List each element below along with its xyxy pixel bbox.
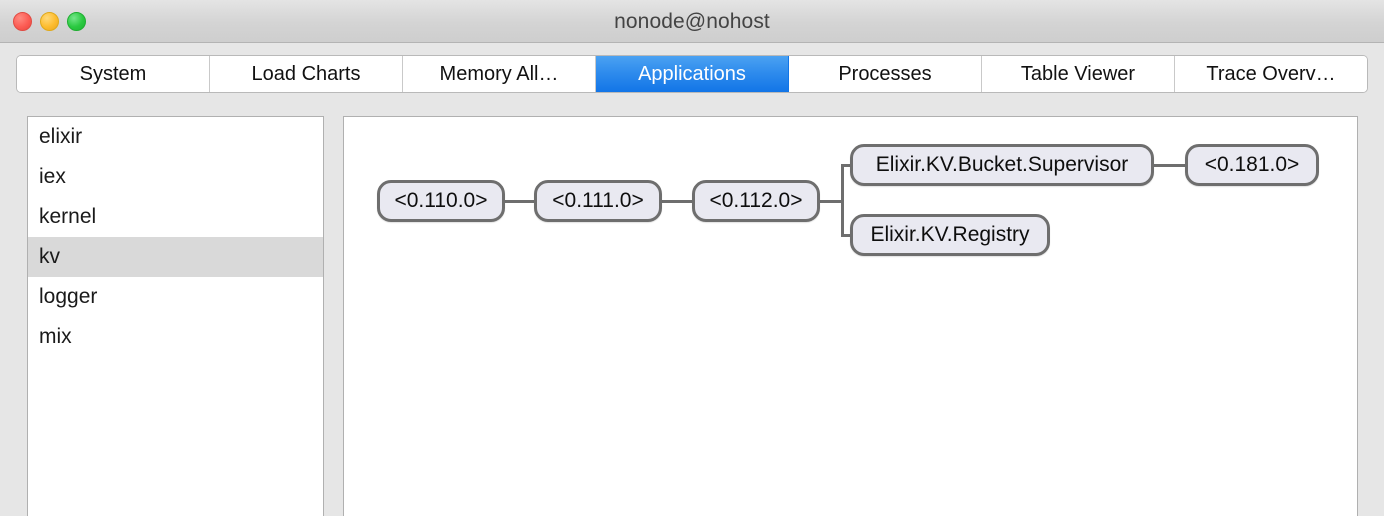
tab-applications[interactable]: Applications bbox=[596, 56, 789, 92]
process-node-0-111-0[interactable]: <0.111.0> bbox=[534, 180, 662, 222]
edge-112-to-bucket-supervisor bbox=[841, 163, 853, 167]
process-node-0-112-0[interactable]: <0.112.0> bbox=[692, 180, 820, 222]
sidebar-item-kv[interactable]: kv bbox=[28, 237, 323, 277]
tab-trace-overview[interactable]: Trace Overv… bbox=[1175, 56, 1367, 92]
close-button[interactable] bbox=[13, 12, 32, 31]
sidebar-item-iex[interactable]: iex bbox=[28, 157, 323, 197]
edge-112-branch-stub bbox=[820, 199, 844, 203]
tab-memory-allocators[interactable]: Memory All… bbox=[403, 56, 596, 92]
edge-bucket-supervisor-to-181 bbox=[1154, 163, 1185, 167]
sidebar-item-logger[interactable]: logger bbox=[28, 277, 323, 317]
process-node-elixir-kv-registry[interactable]: Elixir.KV.Registry bbox=[850, 214, 1050, 256]
tab-bar: System Load Charts Memory All… Applicati… bbox=[16, 55, 1368, 93]
sidebar-item-mix[interactable]: mix bbox=[28, 317, 323, 357]
minimize-button[interactable] bbox=[40, 12, 59, 31]
supervision-tree-panel: <0.110.0> <0.111.0> <0.112.0> Elixir.KV.… bbox=[343, 116, 1358, 516]
tab-table-viewer[interactable]: Table Viewer bbox=[982, 56, 1175, 92]
process-node-0-181-0[interactable]: <0.181.0> bbox=[1185, 144, 1319, 186]
tab-load-charts[interactable]: Load Charts bbox=[210, 56, 403, 92]
window-controls bbox=[13, 12, 86, 31]
edge-112-branch-spine bbox=[841, 165, 844, 235]
tab-system[interactable]: System bbox=[17, 56, 210, 92]
maximize-button[interactable] bbox=[67, 12, 86, 31]
sidebar-item-kernel[interactable]: kernel bbox=[28, 197, 323, 237]
edge-112-to-registry bbox=[841, 233, 853, 237]
window-title: nonode@nohost bbox=[614, 10, 770, 33]
tab-processes[interactable]: Processes bbox=[789, 56, 982, 92]
title-bar: nonode@nohost bbox=[0, 0, 1384, 43]
supervision-tree-graph: <0.110.0> <0.111.0> <0.112.0> Elixir.KV.… bbox=[344, 117, 1357, 516]
edge-110-to-111 bbox=[505, 199, 534, 203]
application-list: elixir iex kernel kv logger mix bbox=[27, 116, 324, 516]
process-node-elixir-kv-bucket-supervisor[interactable]: Elixir.KV.Bucket.Supervisor bbox=[850, 144, 1154, 186]
edge-111-to-112 bbox=[662, 199, 692, 203]
sidebar-item-elixir[interactable]: elixir bbox=[28, 117, 323, 157]
process-node-0-110-0[interactable]: <0.110.0> bbox=[377, 180, 505, 222]
